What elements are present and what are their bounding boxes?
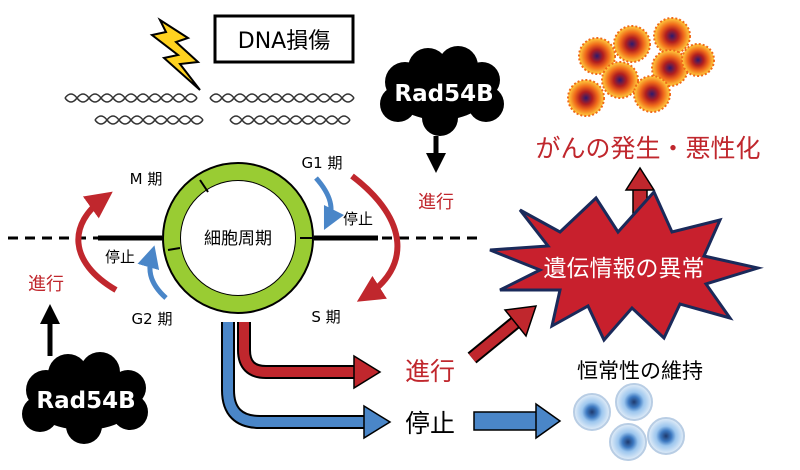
arrow-red-right-curve [350,173,401,302]
cell-cycle-label: 細胞周期 [204,229,272,249]
phase-g1-label: G1 期 [302,154,343,172]
arrow-red-diagonal [467,305,538,364]
phase-m-label: M 期 [130,170,163,188]
dna-strands-icon [64,93,355,125]
stop-g1-label: 停止 [343,210,373,228]
dna-damage-box [213,14,355,64]
arrow-blue-g1-curve [314,176,345,231]
arrow-blue-g2-curve [137,245,168,300]
normal-cells-icon [573,383,685,461]
phase-s-label: S 期 [311,308,340,326]
rad54b-cloud-left: Rad54B [22,352,148,444]
rad54b-cloud-top: Rad54B [380,46,504,136]
progress-right-label: 進行 [418,192,454,213]
lightning-icon [149,17,201,91]
genetic-abnormality-burst [489,189,764,343]
progress-bottom-label: 進行 [405,357,455,386]
dna-damage-title: DNA損傷 [238,29,330,54]
stop-g2-label: 停止 [105,248,135,266]
arrow-red-left-curve [75,191,118,293]
rad54b-top-label: Rad54B [394,81,493,107]
homeostasis-label: 恒常性の維持 [577,359,703,383]
cancer-label: がんの発生・悪性化 [535,134,760,163]
cancer-cells-icon [567,17,715,117]
progress-left-label: 進行 [28,274,64,295]
stop-bottom-label: 停止 [405,409,455,438]
arrow-red-bottom [237,322,356,379]
genetic-abnormality-label: 遺伝情報の異常 [544,256,705,282]
phase-g2-label: G2 期 [132,310,173,328]
arrow-blue-right [473,402,562,440]
rad54b-left-label: Rad54B [36,388,135,414]
